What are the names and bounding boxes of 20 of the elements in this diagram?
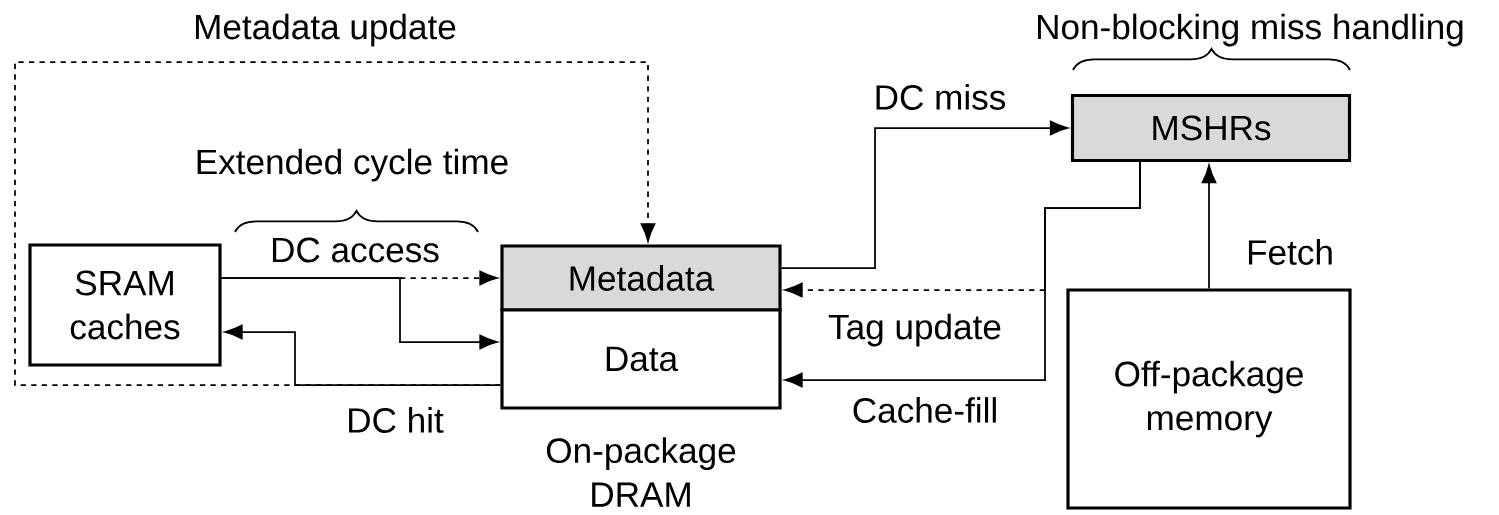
edge-label: Cache-fill — [853, 397, 996, 423]
annotation-label: Non-blocking miss handling — [1038, 13, 1463, 47]
edge-label: DC hit — [349, 407, 444, 433]
arrow — [1201, 164, 1217, 290]
arrow — [220, 277, 498, 350]
annotation-label: Extended cycle time — [197, 148, 508, 182]
process-box: Metadata — [500, 244, 782, 312]
edge-label: Tag update — [828, 313, 1001, 347]
edge-label: DC miss — [876, 84, 1006, 110]
edge-label: Metadata update — [196, 13, 456, 47]
process-box: SRAM caches — [28, 243, 222, 367]
process-box: Data — [500, 308, 782, 410]
edge-label: Fetch — [1248, 239, 1332, 265]
process-box: MSHRs — [1070, 93, 1352, 163]
arrow — [14, 61, 656, 386]
arrow — [784, 161, 1141, 388]
box-caption: On-package DRAM — [546, 437, 736, 507]
arrow — [780, 120, 1069, 269]
edge-label: DC access — [272, 237, 439, 263]
process-box: Off-package memory — [1066, 288, 1352, 510]
